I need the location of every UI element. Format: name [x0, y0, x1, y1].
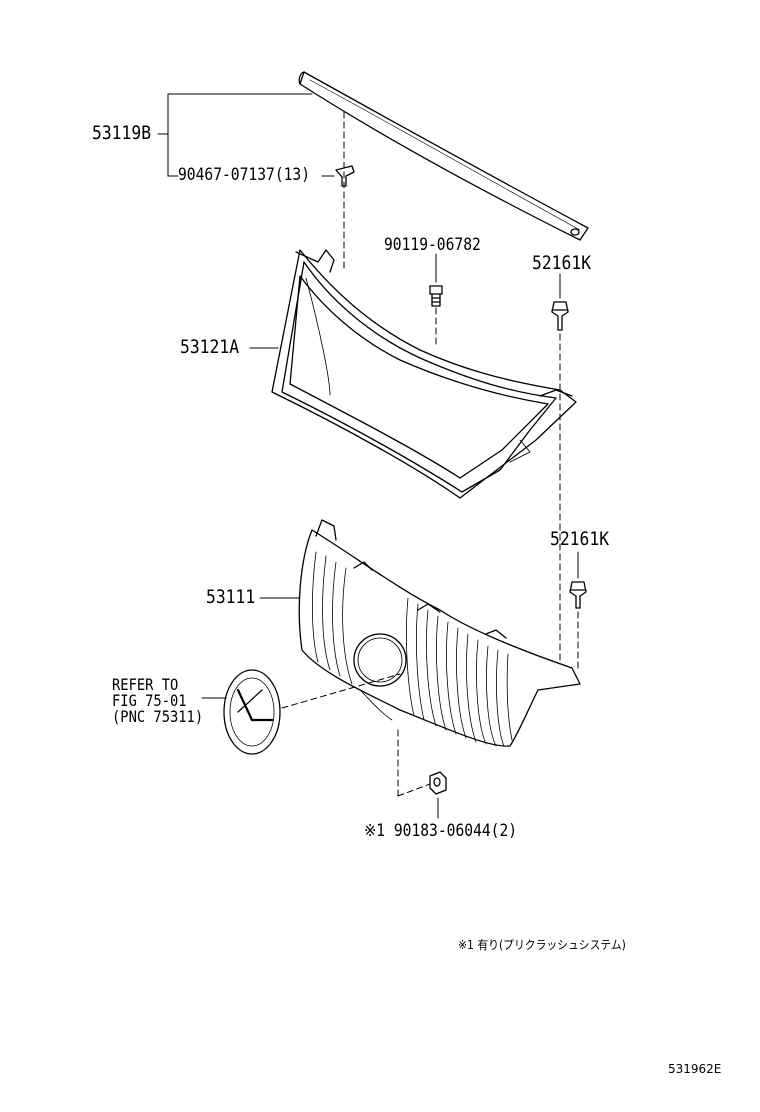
label-52161K-mid: 52161K: [550, 528, 610, 550]
refer-line-1: REFER TO: [112, 675, 179, 694]
label-53121A: 53121A: [180, 336, 240, 358]
label-53119B: 53119B: [92, 122, 152, 144]
refer-line-3: (PNC 75311): [112, 707, 204, 726]
clip-52161K-mid: [569, 581, 587, 609]
molding-strip-53119B: [298, 71, 589, 241]
label-90183: ※1 90183-06044(2): [364, 821, 518, 841]
refer-line-2: FIG 75-01: [112, 691, 187, 710]
label-52161K-top: 52161K: [532, 252, 592, 274]
footnote: ※1 有り(プリクラッシュシステム): [458, 938, 626, 952]
label-90119: 90119-06782: [384, 235, 481, 255]
dash-nut-90183-h: [397, 783, 431, 797]
label-90467: 90467-07137(13): [178, 165, 311, 185]
clip-52161K-top: [551, 301, 569, 331]
bolt-90119: [429, 285, 443, 307]
clip-90467: [335, 165, 355, 187]
emblem-75311: [223, 669, 281, 755]
grille-body-53111: [298, 519, 581, 747]
leader-53119B: [157, 93, 335, 177]
figure-id: 531962E: [668, 1062, 722, 1076]
grille-fins: [312, 551, 513, 747]
label-53111: 53111: [206, 586, 256, 608]
grille-frame-53121A: [271, 249, 577, 499]
dash-emblem: [281, 673, 401, 709]
nut-90183: [429, 771, 447, 795]
